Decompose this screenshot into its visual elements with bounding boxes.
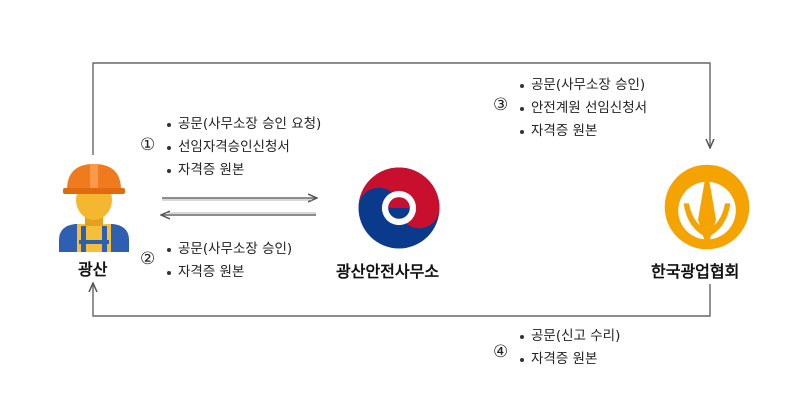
office-label: 광산안전사무소	[336, 262, 440, 281]
list-item: 안전계원 선임신청서	[519, 97, 647, 120]
worker-icon	[59, 164, 129, 252]
association-label: 한국광업협회	[651, 262, 740, 281]
step-number: ③	[493, 95, 509, 115]
list-item: 자격증 원본	[519, 348, 620, 371]
taeguk-emblem	[358, 167, 440, 249]
step-number: ①	[140, 135, 156, 155]
list-item: 자격증 원본	[519, 120, 647, 143]
step-3-documents: 공문(사무소장 승인) 안전계원 선임신청서 자격증 원본	[519, 74, 647, 143]
list-item: 선임자격승인신청서	[166, 136, 321, 159]
list-item: 공문(사무소장 승인 요청)	[166, 113, 321, 136]
list-item: 자격증 원본	[166, 261, 292, 284]
list-item: 공문(신고 수리)	[519, 325, 620, 348]
arrow-mine-to-association	[92, 62, 710, 155]
step-4-documents: 공문(신고 수리) 자격증 원본	[519, 325, 620, 371]
arrow-association-to-mine	[93, 284, 711, 317]
mine-label: 광산	[78, 260, 108, 279]
step-number: ④	[493, 342, 509, 362]
list-item: 자격증 원본	[166, 159, 321, 182]
list-item: 공문(사무소장 승인)	[519, 74, 647, 97]
list-item: 공문(사무소장 승인)	[166, 238, 292, 261]
step-number: ②	[140, 249, 156, 269]
step-1-documents: 공문(사무소장 승인 요청) 선임자격승인신청서 자격증 원본	[166, 113, 321, 182]
association-logo	[664, 164, 750, 250]
step-2-documents: 공문(사무소장 승인) 자격증 원본	[166, 238, 292, 284]
